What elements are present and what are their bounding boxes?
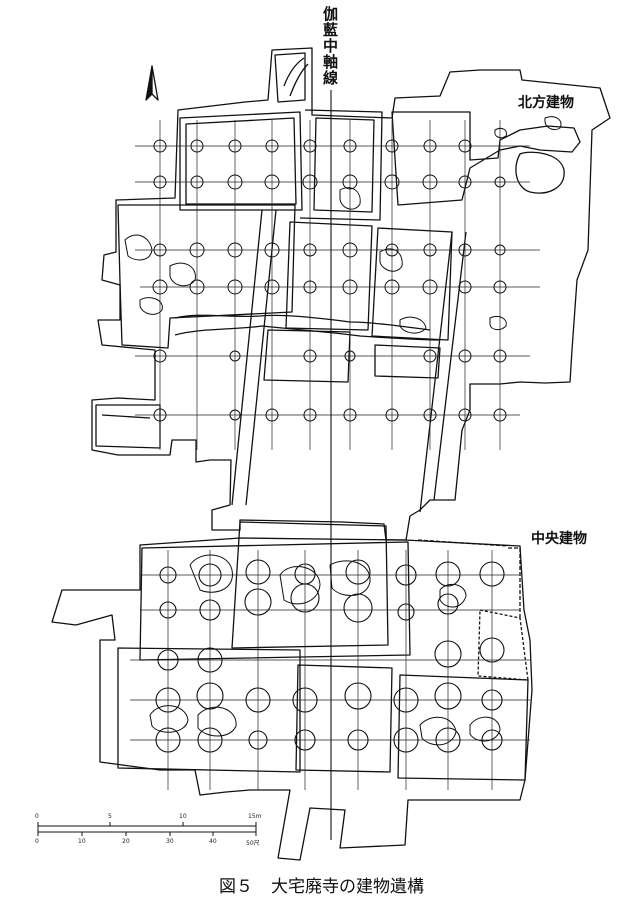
pillar-bases-north [152, 139, 507, 422]
scale-m-15: 15m [248, 813, 262, 820]
scale-m-10: 10 [179, 813, 187, 820]
figure-number: 図５ [219, 877, 253, 897]
scale-bar [37, 822, 257, 836]
pit-features-south [149, 554, 501, 746]
central-axis-label: 伽藍中軸線 [321, 6, 339, 86]
scale-s-50: 50尺 [246, 840, 260, 847]
north-arrow-icon [145, 65, 159, 101]
figure-title: 大宅廃寺の建物遺構 [271, 877, 424, 897]
north-building-label: 北方建物 [518, 95, 574, 111]
scale-s-40: 40 [209, 838, 217, 845]
pit-features-north [124, 116, 562, 334]
scale-m-0: 0 [35, 813, 39, 820]
scale-s-20: 20 [122, 838, 130, 845]
scale-m-5: 5 [108, 813, 112, 820]
scale-s-0: 0 [35, 838, 39, 845]
north-complex-outline [91, 47, 611, 541]
figure-caption: 図５ 大宅廃寺の建物遺構 [0, 872, 643, 897]
pillar-grid [130, 120, 540, 790]
scale-s-30: 30 [166, 838, 174, 845]
south-complex-outline [51, 521, 533, 861]
scale-s-10: 10 [78, 838, 86, 845]
pillar-bases-south [155, 559, 505, 753]
central-building-label: 中央建物 [531, 531, 587, 547]
